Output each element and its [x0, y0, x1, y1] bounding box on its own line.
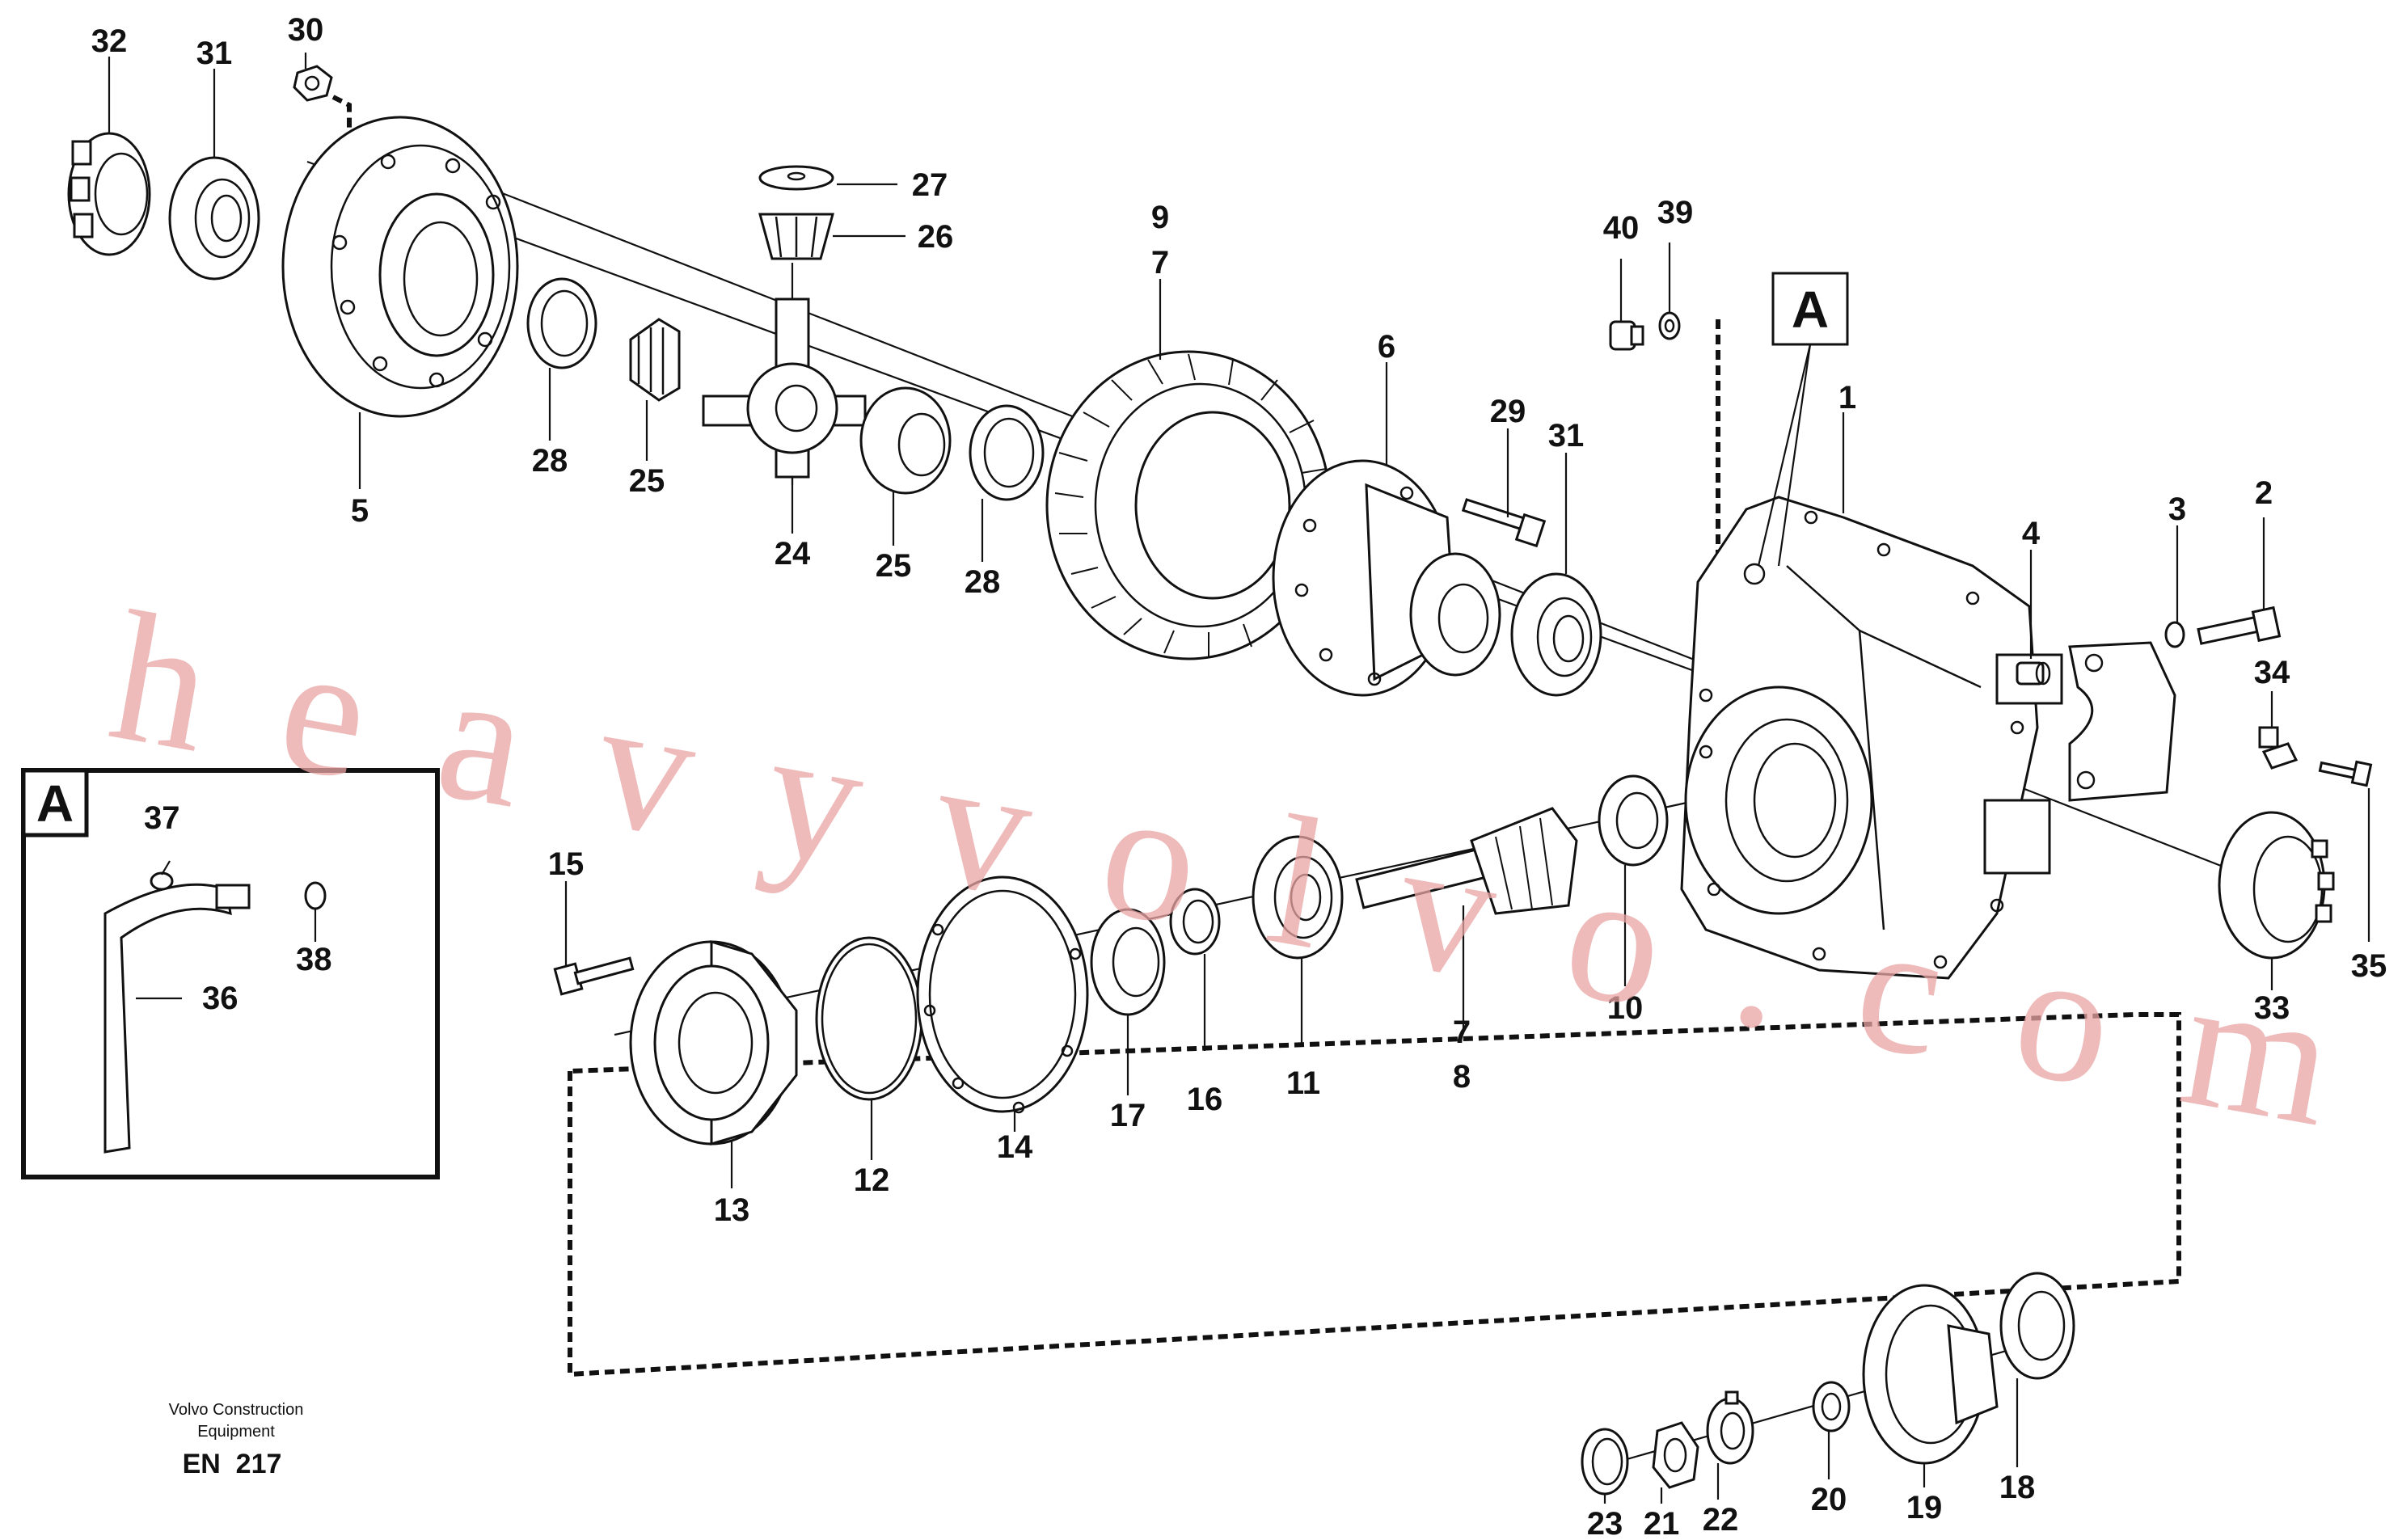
part-26-pinion-gear	[758, 213, 834, 260]
leader-lines	[108, 53, 2370, 1504]
part-32-ring-nut	[67, 132, 151, 256]
part-15-bolt	[553, 956, 635, 996]
part-21-nut	[1652, 1421, 1699, 1489]
label-35: 35	[2351, 948, 2387, 984]
label-9: 9	[1151, 200, 1169, 235]
detail-a-marker: A	[1757, 272, 1849, 567]
part-11-bearing	[1252, 835, 1344, 960]
label-30: 30	[288, 12, 324, 48]
part-35-bolt	[2318, 760, 2373, 787]
part-5-flange-housing	[281, 116, 519, 418]
part-27-thrust-washer	[758, 165, 834, 191]
label-17: 17	[1110, 1098, 1146, 1133]
part-14-cover	[916, 875, 1089, 1114]
label-2: 2	[2255, 475, 2273, 511]
label-13: 13	[714, 1192, 750, 1228]
part-20-washer	[1812, 1381, 1851, 1432]
label-15: 15	[548, 846, 585, 882]
part-36-breather-hose	[103, 883, 232, 1154]
part-31-bearing-right	[1510, 572, 1602, 697]
part-18-seal	[1999, 1272, 2075, 1380]
label-22: 22	[1703, 1502, 1739, 1538]
bearing-cap	[2068, 641, 2176, 802]
part-6-differential-housing	[1272, 459, 1501, 697]
inset-tag: A	[36, 774, 74, 833]
part-23-circlip	[1581, 1428, 1629, 1496]
label-28b: 28	[965, 564, 1001, 600]
part-39-seal-ring	[1658, 311, 1681, 340]
label-37: 37	[144, 800, 180, 836]
label-23: 23	[1587, 1506, 1623, 1540]
part-24-spider	[702, 297, 867, 479]
label-29: 29	[1490, 394, 1526, 429]
part-25-bevel-gear-right	[859, 386, 952, 495]
label-8: 8	[1453, 1059, 1471, 1095]
label-10: 10	[1607, 990, 1644, 1026]
part-2-bolt	[2197, 605, 2282, 645]
part-29-bolt	[1461, 498, 1547, 548]
part-37-clamp	[150, 871, 174, 891]
label-25: 25	[629, 463, 665, 499]
label-12: 12	[854, 1162, 890, 1198]
label-7: 7	[1151, 245, 1169, 281]
part-40-plug	[1609, 320, 1644, 351]
part-25-bevel-gear-left	[629, 318, 681, 402]
part-9-crown-wheel	[1045, 350, 1332, 660]
label-33: 33	[2254, 990, 2290, 1026]
footer-company-2: Equipment	[197, 1423, 275, 1441]
label-20: 20	[1811, 1482, 1847, 1517]
label-25b: 25	[876, 548, 912, 584]
label-3: 3	[2168, 492, 2186, 527]
label-18: 18	[1999, 1470, 2036, 1505]
label-39: 39	[1657, 195, 1694, 230]
part-31-bearing-left	[168, 156, 260, 281]
label-40: 40	[1603, 210, 1640, 246]
label-21: 21	[1644, 1506, 1680, 1540]
footer-company: Volvo Construction	[169, 1401, 304, 1419]
part-10-bearing	[1598, 774, 1669, 867]
label-32: 32	[91, 23, 128, 59]
part-28-washer-right	[969, 404, 1045, 501]
part-13-flange	[629, 939, 798, 1146]
label-38: 38	[296, 942, 332, 977]
label-26: 26	[918, 219, 954, 255]
dashed-link-lower	[568, 1012, 2181, 1378]
detail-a-inset: A 36 37 38	[21, 768, 440, 1179]
label-7b: 7	[1453, 1015, 1471, 1050]
detail-a-tag: A	[1792, 281, 1829, 339]
part-3-washer	[2164, 621, 2185, 648]
part-4-bushing	[2016, 661, 2051, 686]
label-11: 11	[1286, 1065, 1320, 1101]
label-34: 34	[2254, 655, 2290, 690]
label-6: 6	[1378, 329, 1395, 365]
label-27: 27	[912, 167, 948, 203]
label-5: 5	[351, 493, 369, 529]
part-33-adjusting-ring	[2218, 811, 2335, 960]
label-4: 4	[2022, 516, 2041, 551]
part-12-o-ring	[815, 936, 923, 1101]
hose-fitting	[215, 884, 251, 909]
part-28-washer-left	[526, 277, 597, 369]
label-31: 31	[196, 36, 233, 71]
part-8-pinion-shaft	[1355, 807, 1578, 915]
part-19-drive-flange	[1862, 1284, 1999, 1465]
label-28: 28	[532, 443, 568, 479]
label-16: 16	[1187, 1082, 1223, 1117]
part-38-ring	[304, 881, 327, 910]
part-16-spacer	[1169, 888, 1221, 956]
part-labels: 32 31 30 5 28 25 24 25 28 27 26 9 7 6 29…	[91, 12, 2387, 1540]
label-1: 1	[1838, 380, 1856, 416]
footer-code: EN 217	[183, 1449, 282, 1479]
label-19: 19	[1906, 1490, 1943, 1525]
part-34-lock-plate	[2258, 726, 2299, 770]
label-24: 24	[775, 536, 811, 572]
label-14: 14	[997, 1129, 1033, 1165]
part-22-lock-washer	[1706, 1390, 1754, 1465]
label-36: 36	[202, 981, 239, 1016]
part-1-final-drive-housing	[1680, 496, 2063, 980]
part-30-nut	[293, 65, 333, 102]
label-31b: 31	[1548, 418, 1585, 454]
footer: Volvo Construction Equipment EN 217	[169, 1401, 304, 1479]
